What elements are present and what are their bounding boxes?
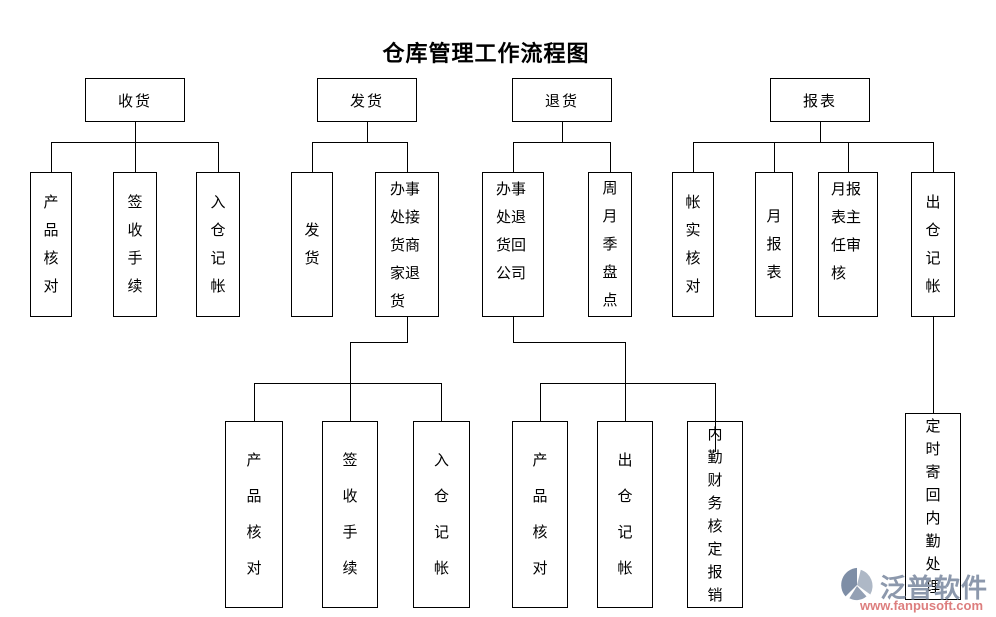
connector-line <box>350 342 351 421</box>
connector-line <box>774 142 775 172</box>
connector-line <box>254 383 255 421</box>
connector-line <box>135 122 136 142</box>
connector-line <box>540 383 716 384</box>
node-product-check-2: 产品核对 <box>225 421 283 608</box>
node-reports: 报表 <box>770 78 870 122</box>
node-product-check-3: 产品核对 <box>512 421 568 608</box>
node-report-director-review: 月报表主任审核 <box>818 172 878 317</box>
connector-line <box>693 142 934 143</box>
node-internal-finance-expense-approval: 内勤财务核定报销 <box>687 421 743 608</box>
connector-line <box>441 383 442 421</box>
connector-line <box>254 383 442 384</box>
connector-line <box>625 342 626 421</box>
node-product-check-1: 产品核对 <box>30 172 72 317</box>
diagram-title: 仓库管理工作流程图 <box>382 41 590 66</box>
connector-line <box>367 122 368 142</box>
connector-line <box>693 142 694 172</box>
connector-line <box>933 317 934 413</box>
connector-line <box>513 142 514 172</box>
watermark: 泛普软件 www.fanpusoft.com <box>838 566 996 616</box>
connector-line <box>407 142 408 172</box>
node-reports-label: 报表 <box>802 92 837 110</box>
fanpu-logo-icon <box>841 567 873 601</box>
connector-line <box>135 142 136 172</box>
node-sign-procedure-2: 签收手续 <box>322 421 378 608</box>
node-periodic-stocktake: 周月季盘点 <box>588 172 632 317</box>
node-office-pickup-merchant-return: 办事处接货商家退货 <box>375 172 439 317</box>
connector-line <box>820 122 821 142</box>
connector-line <box>407 317 408 342</box>
node-dispatch-goods: 发 货 <box>291 172 335 317</box>
connector-line <box>350 342 408 343</box>
node-shipping: 发货 <box>317 78 417 122</box>
connector-line <box>218 142 219 172</box>
node-office-return-to-company: 办事处退货回公司 <box>482 172 544 317</box>
node-monthly-report: 月报表 <box>755 172 793 317</box>
node-sign-procedure-1: 签收手续 <box>113 172 157 317</box>
watermark-brand: 泛普软件 <box>880 573 989 603</box>
connector-line <box>715 383 716 452</box>
node-returns-label: 退货 <box>544 92 579 110</box>
node-receiving-label: 收货 <box>117 92 152 110</box>
connector-line <box>51 142 52 172</box>
connector-line <box>848 142 849 172</box>
watermark-url: www.fanpusoft.com <box>860 598 984 613</box>
connector-line <box>540 383 541 421</box>
connector-line <box>610 142 611 172</box>
node-inbound-bookkeeping-2: 入仓 记帐 <box>413 421 470 608</box>
node-shipping-label: 发货 <box>349 92 384 110</box>
connector-line <box>933 142 934 172</box>
node-outbound-bookkeeping-2: 出仓 记帐 <box>597 421 653 608</box>
node-timed-mail-internal-processing: 定时寄回内勤处理 <box>905 413 961 600</box>
connector-line <box>312 142 313 172</box>
connector-line <box>562 122 563 142</box>
node-returns: 退货 <box>512 78 612 122</box>
connector-line <box>312 142 408 143</box>
node-outbound-bookkeeping-1: 出仓 记帐 <box>911 172 956 317</box>
node-inbound-bookkeeping-1: 入仓 记帐 <box>196 172 241 317</box>
connector-line <box>513 317 514 342</box>
connector-line <box>513 142 611 143</box>
connector-line <box>513 342 626 343</box>
node-account-reality-check: 帐实核对 <box>672 172 714 317</box>
node-receiving: 收货 <box>85 78 185 122</box>
